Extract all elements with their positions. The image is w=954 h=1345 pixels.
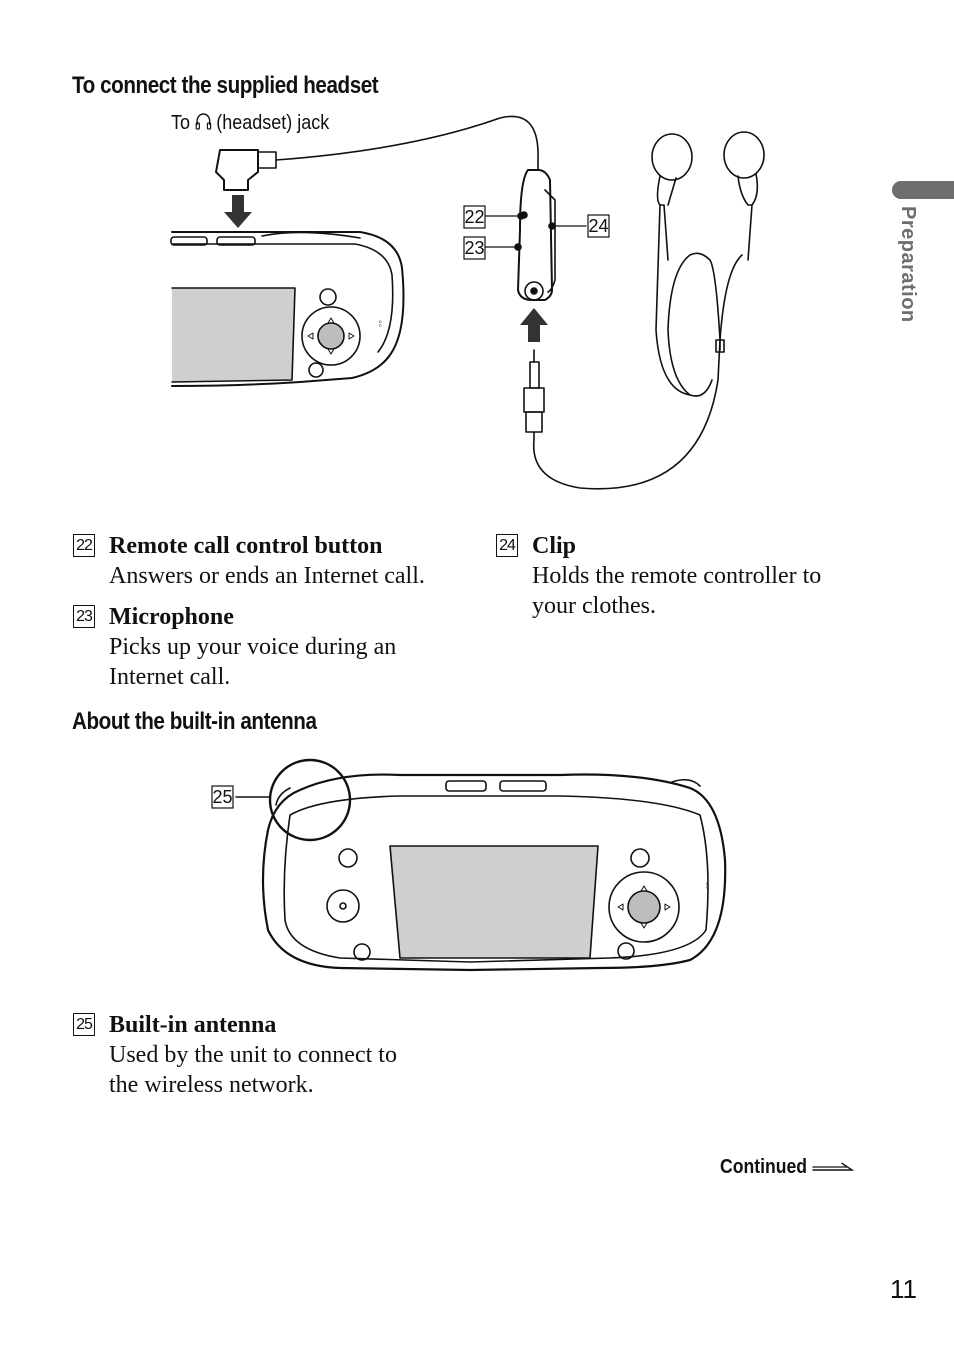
item-title: Remote call control button — [109, 533, 383, 559]
svg-text:22: 22 — [464, 207, 484, 227]
continued-label: Continued — [720, 1156, 855, 1179]
item-number: 24 — [496, 534, 518, 557]
jack-label-suffix: (headset) jack — [216, 112, 330, 134]
callout-23: 23 — [463, 236, 486, 260]
svg-text:23: 23 — [464, 238, 484, 258]
svg-text:24: 24 — [588, 216, 608, 236]
svg-text:◦◦: ◦◦ — [374, 320, 385, 327]
item-desc-line: Used by the unit to connect to — [109, 1042, 397, 1068]
item-desc-line: Internet call. — [109, 664, 231, 690]
section-heading-headset: To connect the supplied headset — [72, 72, 379, 99]
section-heading-antenna: About the built-in antenna — [72, 708, 317, 735]
continued-text: Continued — [720, 1156, 808, 1178]
callout-25: 25 — [211, 785, 234, 809]
item-number: 25 — [73, 1013, 95, 1036]
item-number: 23 — [73, 605, 95, 628]
headphone-icon — [195, 113, 211, 130]
item-desc-line: the wireless network. — [109, 1072, 314, 1098]
antenna-diagram: ◦◦ 25 — [211, 758, 727, 972]
item-desc-line: your clothes. — [532, 593, 656, 619]
jack-label-prefix: To — [171, 112, 191, 134]
item-title: Clip — [532, 533, 577, 559]
svg-text:25: 25 — [212, 787, 232, 807]
item-title: Built-in antenna — [109, 1012, 277, 1038]
headset-diagram: ◦◦ 22 — [170, 115, 765, 490]
callout-24: 24 — [587, 214, 610, 238]
svg-text:◦◦: ◦◦ — [701, 882, 712, 889]
page-number: 11 — [890, 1274, 917, 1304]
side-tab — [892, 181, 954, 199]
callout-22: 22 — [463, 205, 486, 229]
jack-label: To (headset) jack — [171, 112, 329, 135]
item-number: 22 — [73, 534, 95, 557]
side-tab-label: Preparation — [897, 206, 919, 323]
continued-arrow-icon — [812, 1162, 855, 1171]
item-desc-line: Answers or ends an Internet call. — [109, 563, 425, 589]
item-title: Microphone — [109, 604, 234, 630]
item-desc-line: Holds the remote controller to — [532, 563, 822, 589]
item-desc-line: Picks up your voice during an — [109, 634, 397, 660]
